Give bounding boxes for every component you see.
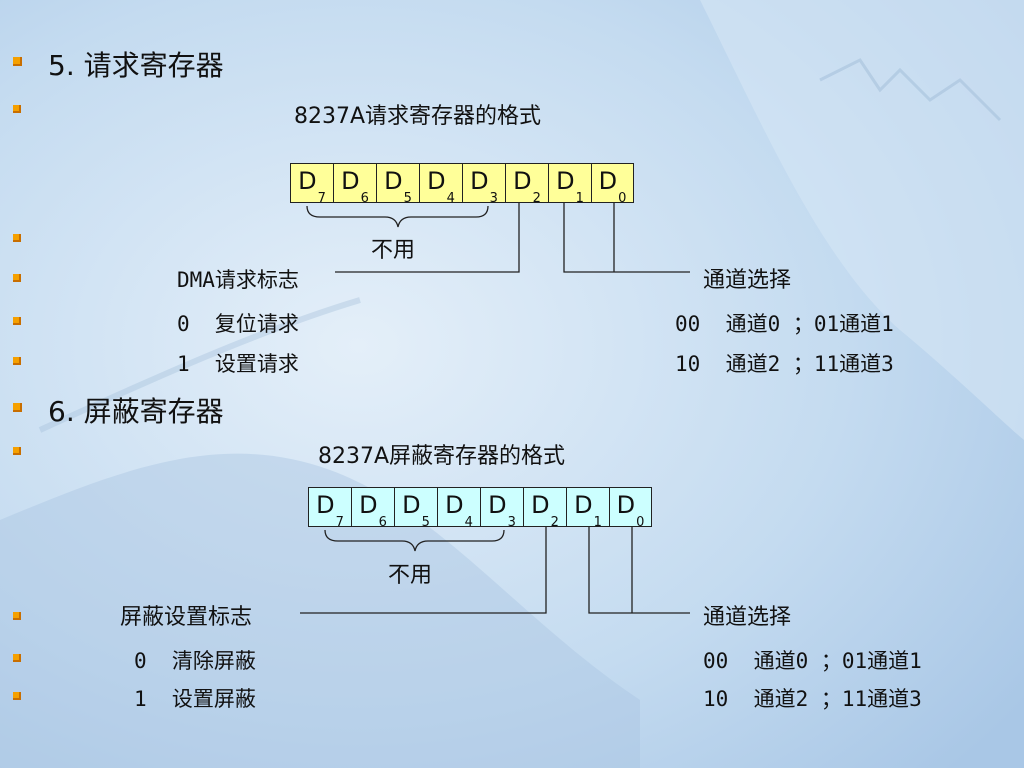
bit-index: 1 [575, 190, 584, 206]
bit-label: D5 [384, 167, 412, 206]
section-subtitle: 8237A请求寄存器的格式 [294, 104, 542, 129]
bit-cell: D7 [290, 163, 333, 206]
bullet-marker [13, 274, 21, 282]
bullet-marker [13, 447, 21, 455]
bit-index: 0 [618, 190, 627, 206]
bit-index: 4 [446, 190, 455, 206]
bit-index: 3 [489, 190, 498, 206]
bullet-marker [13, 612, 21, 620]
bit-cell: D5 [394, 487, 437, 530]
bit-cell: D5 [376, 163, 419, 206]
bit-index: 4 [464, 514, 473, 530]
flag-option: 1 设置屏蔽 [134, 687, 256, 711]
bullet-marker [13, 317, 21, 325]
channel-option: 00 通道0 ；01通道1 [703, 649, 922, 673]
bit-label: D4 [427, 167, 455, 206]
channel-option: 10 通道2 ；11通道3 [703, 687, 922, 711]
bit-label: D0 [616, 491, 645, 530]
bit-label: D7 [298, 167, 326, 206]
section-subtitle: 8237A屏蔽寄存器的格式 [318, 444, 566, 469]
bit-cell: D2 [523, 487, 566, 530]
bit-label: D6 [341, 167, 369, 206]
channel-select-label: 通道选择 [703, 605, 792, 630]
bullet-marker [13, 403, 22, 412]
flag-label: DMA请求标志 [177, 268, 299, 292]
unused-label: 不用 [388, 563, 433, 588]
section-heading: 5. 请求寄存器 [48, 49, 224, 82]
channel-option: 00 通道0 ；01通道1 [675, 312, 894, 336]
bit-cell: D1 [566, 487, 609, 530]
section-heading: 6. 屏蔽寄存器 [48, 395, 224, 428]
bullet-marker [13, 234, 21, 242]
bit-index: 5 [403, 190, 412, 206]
bit-cell: D3 [462, 163, 505, 206]
bit-cell: D7 [308, 487, 351, 530]
bit-cell: D6 [333, 163, 376, 206]
bit-index: 7 [317, 190, 326, 206]
flag-option: 0 清除屏蔽 [134, 649, 256, 673]
bit-label: D1 [556, 167, 584, 206]
bit-cell: D6 [351, 487, 394, 530]
bullet-marker [13, 357, 21, 365]
flag-option: 1 设置请求 [177, 352, 299, 376]
bit-label: D7 [316, 491, 344, 530]
bit-index: 5 [421, 514, 430, 530]
bit-index: 7 [335, 514, 344, 530]
bit-cell: D2 [505, 163, 548, 206]
bullet-marker [13, 57, 22, 66]
request-register-bits: D7 D6 D5 D4 D3 D2 D1 D0 [290, 163, 634, 206]
bullet-marker [13, 105, 21, 113]
bit-index: 2 [532, 190, 541, 206]
bit-cell: D3 [480, 487, 523, 530]
bit-label: D0 [598, 167, 627, 206]
bit-label: D3 [470, 167, 498, 206]
bit-label: D2 [531, 491, 559, 530]
bit-index: 3 [507, 514, 516, 530]
bit-label: D6 [359, 491, 387, 530]
bullet-marker [13, 654, 21, 662]
bit-index: 6 [378, 514, 387, 530]
bit-cell: D4 [437, 487, 480, 530]
flag-option: 0 复位请求 [177, 312, 299, 336]
bit-cell: D4 [419, 163, 462, 206]
bit-index: 6 [360, 190, 369, 206]
bit-cell: D0 [591, 163, 634, 206]
bit-label: D1 [574, 491, 602, 530]
unused-label: 不用 [371, 238, 416, 263]
bit-index: 0 [636, 514, 645, 530]
bit-cell: D0 [609, 487, 652, 530]
bit-cell: D1 [548, 163, 591, 206]
mask-register-bits: D7 D6 D5 D4 D3 D2 D1 D0 [308, 487, 652, 530]
bit-label: D4 [445, 491, 473, 530]
bit-index: 1 [593, 514, 602, 530]
bit-label: D5 [402, 491, 430, 530]
flag-label: 屏蔽设置标志 [120, 605, 253, 630]
channel-select-label: 通道选择 [703, 268, 792, 293]
bit-label: D3 [488, 491, 516, 530]
channel-option: 10 通道2 ；11通道3 [675, 352, 894, 376]
bullet-marker [13, 692, 21, 700]
bit-index: 2 [550, 514, 559, 530]
bit-label: D2 [513, 167, 541, 206]
